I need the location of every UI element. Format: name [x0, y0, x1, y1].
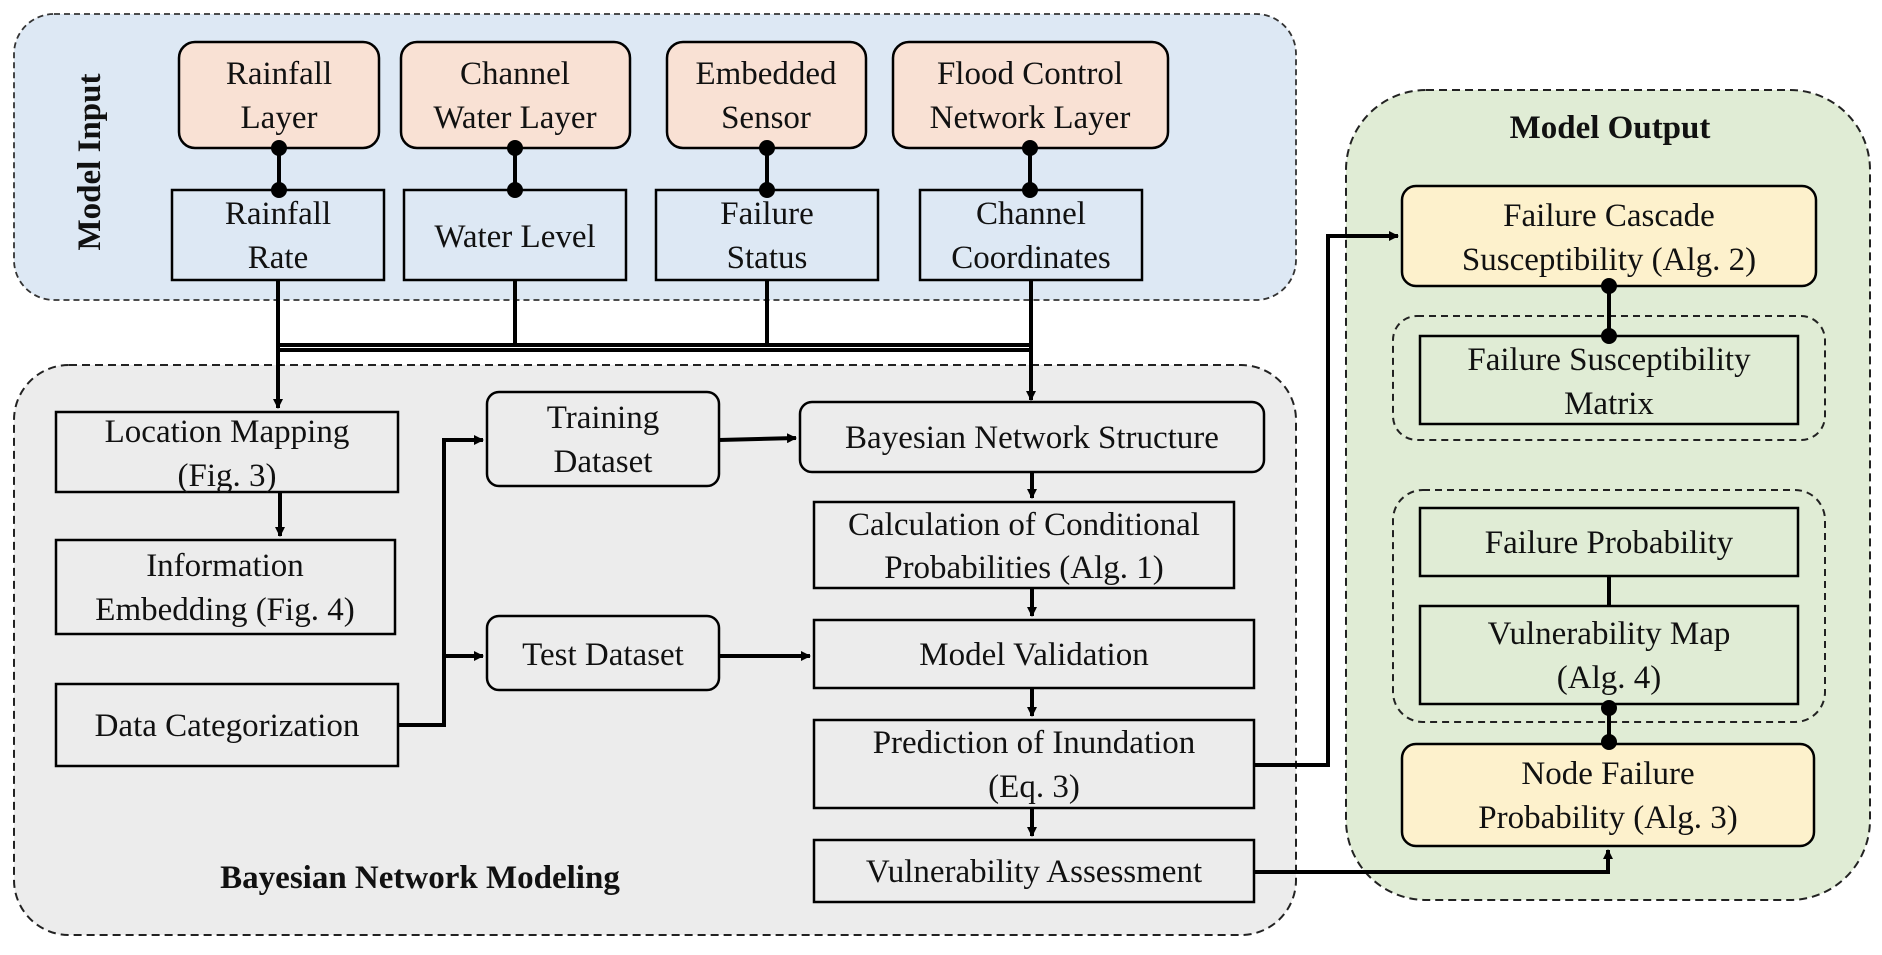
svg-text:Failure Probability: Failure Probability — [1485, 525, 1734, 561]
svg-text:(Fig. 3): (Fig. 3) — [178, 458, 277, 494]
svg-text:Matrix: Matrix — [1564, 386, 1654, 422]
svg-text:Rate: Rate — [248, 240, 308, 276]
modeling-connectors — [275, 433, 1037, 837]
svg-text:Sensor: Sensor — [721, 100, 811, 136]
svg-text:Model Validation: Model Validation — [919, 637, 1148, 673]
svg-text:Information: Information — [146, 548, 304, 584]
svg-text:(Alg. 4): (Alg. 4) — [1557, 660, 1661, 696]
svg-text:Test Dataset: Test Dataset — [522, 637, 684, 673]
svg-text:Rainfall: Rainfall — [226, 56, 332, 92]
svg-text:Vulnerability Assessment: Vulnerability Assessment — [866, 854, 1202, 890]
svg-text:Susceptibility (Alg. 2): Susceptibility (Alg. 2) — [1462, 242, 1756, 278]
svg-text:Rainfall: Rainfall — [225, 196, 331, 232]
model-input-title: Model Input — [72, 74, 108, 251]
svg-text:Embedding (Fig. 4): Embedding (Fig. 4) — [95, 592, 354, 628]
node-failure-probability-box: Node Failure Probability (Alg. 3) — [1400, 742, 1816, 848]
svg-text:Data Categorization: Data Categorization — [95, 708, 360, 744]
conditional-probabilities-box: Calculation of Conditional Probabilities… — [812, 500, 1236, 590]
vulnerability-assessment-box: Vulnerability Assessment — [812, 838, 1256, 904]
information-embedding-box: Information Embedding (Fig. 4) — [54, 538, 397, 636]
svg-text:Channel: Channel — [976, 196, 1086, 232]
svg-text:Failure: Failure — [720, 196, 813, 232]
input-layer-flood-control-network: Flood Control Network Layer — [891, 40, 1170, 150]
input-param-rainfall-rate: Rainfall Rate — [170, 188, 386, 282]
svg-text:Node Failure: Node Failure — [1521, 756, 1694, 792]
cross-region-arrows — [1254, 231, 1613, 874]
vulnerability-map-group — [1392, 489, 1826, 723]
svg-text:Dataset: Dataset — [554, 444, 653, 480]
svg-text:Probabilities (Alg. 1): Probabilities (Alg. 1) — [884, 550, 1164, 586]
bayesian-network-modeling-title: Bayesian Network Modeling — [220, 860, 620, 896]
svg-text:Channel: Channel — [460, 56, 570, 92]
data-categorization-box: Data Categorization — [54, 682, 400, 768]
svg-text:Layer: Layer — [241, 100, 318, 136]
svg-text:Vulnerability Map: Vulnerability Map — [1488, 616, 1731, 652]
input-param-channel-coordinates: Channel Coordinates — [918, 188, 1144, 282]
svg-text:Probability (Alg. 3): Probability (Alg. 3) — [1478, 800, 1737, 836]
failure-susceptibility-matrix-box: Failure Susceptibility Matrix — [1418, 334, 1800, 426]
svg-text:Network Layer: Network Layer — [930, 100, 1131, 136]
input-param-water-level: Water Level — [402, 188, 628, 282]
svg-text:Water Layer: Water Layer — [433, 100, 596, 136]
svg-text:Calculation of Conditional: Calculation of Conditional — [848, 507, 1200, 543]
input-param-failure-status: Failure Status — [654, 188, 880, 282]
layer-param-connectors — [271, 140, 1038, 198]
output-connectors — [1601, 278, 1617, 750]
test-dataset-box: Test Dataset — [485, 614, 721, 692]
training-dataset-box: Training Dataset — [485, 390, 721, 488]
svg-text:Failure Susceptibility: Failure Susceptibility — [1467, 342, 1751, 378]
model-validation-box: Model Validation — [812, 618, 1256, 690]
svg-text:Coordinates: Coordinates — [951, 240, 1110, 276]
input-layer-rainfall: Rainfall Layer — [177, 40, 381, 150]
svg-text:Bayesian Network Structure: Bayesian Network Structure — [845, 420, 1219, 456]
failure-cascade-susceptibility-box: Failure Cascade Susceptibility (Alg. 2) — [1400, 184, 1818, 288]
svg-text:Water Level: Water Level — [434, 219, 595, 255]
svg-text:Training: Training — [547, 400, 659, 436]
svg-text:Failure Cascade: Failure Cascade — [1503, 198, 1715, 234]
prediction-of-inundation-box: Prediction of Inundation (Eq. 3) — [812, 718, 1256, 810]
input-layer-channel-water: Channel Water Layer — [399, 40, 632, 150]
svg-text:Prediction of Inundation: Prediction of Inundation — [873, 725, 1196, 761]
svg-text:Flood Control: Flood Control — [937, 56, 1123, 92]
input-layer-embedded-sensor: Embedded Sensor — [665, 40, 868, 150]
svg-text:(Eq. 3): (Eq. 3) — [988, 769, 1080, 805]
svg-text:Location Mapping: Location Mapping — [105, 414, 350, 450]
input-bus — [273, 280, 1036, 409]
svg-text:Embedded: Embedded — [695, 56, 837, 92]
location-mapping-box: Location Mapping (Fig. 3) — [54, 410, 400, 494]
model-output-title: Model Output — [1510, 110, 1711, 146]
svg-text:Status: Status — [727, 240, 808, 276]
failure-probability-box: Failure Probability — [1418, 506, 1800, 578]
vulnerability-map-box: Vulnerability Map (Alg. 4) — [1418, 604, 1800, 706]
bayesian-network-structure-box: Bayesian Network Structure — [798, 400, 1266, 474]
